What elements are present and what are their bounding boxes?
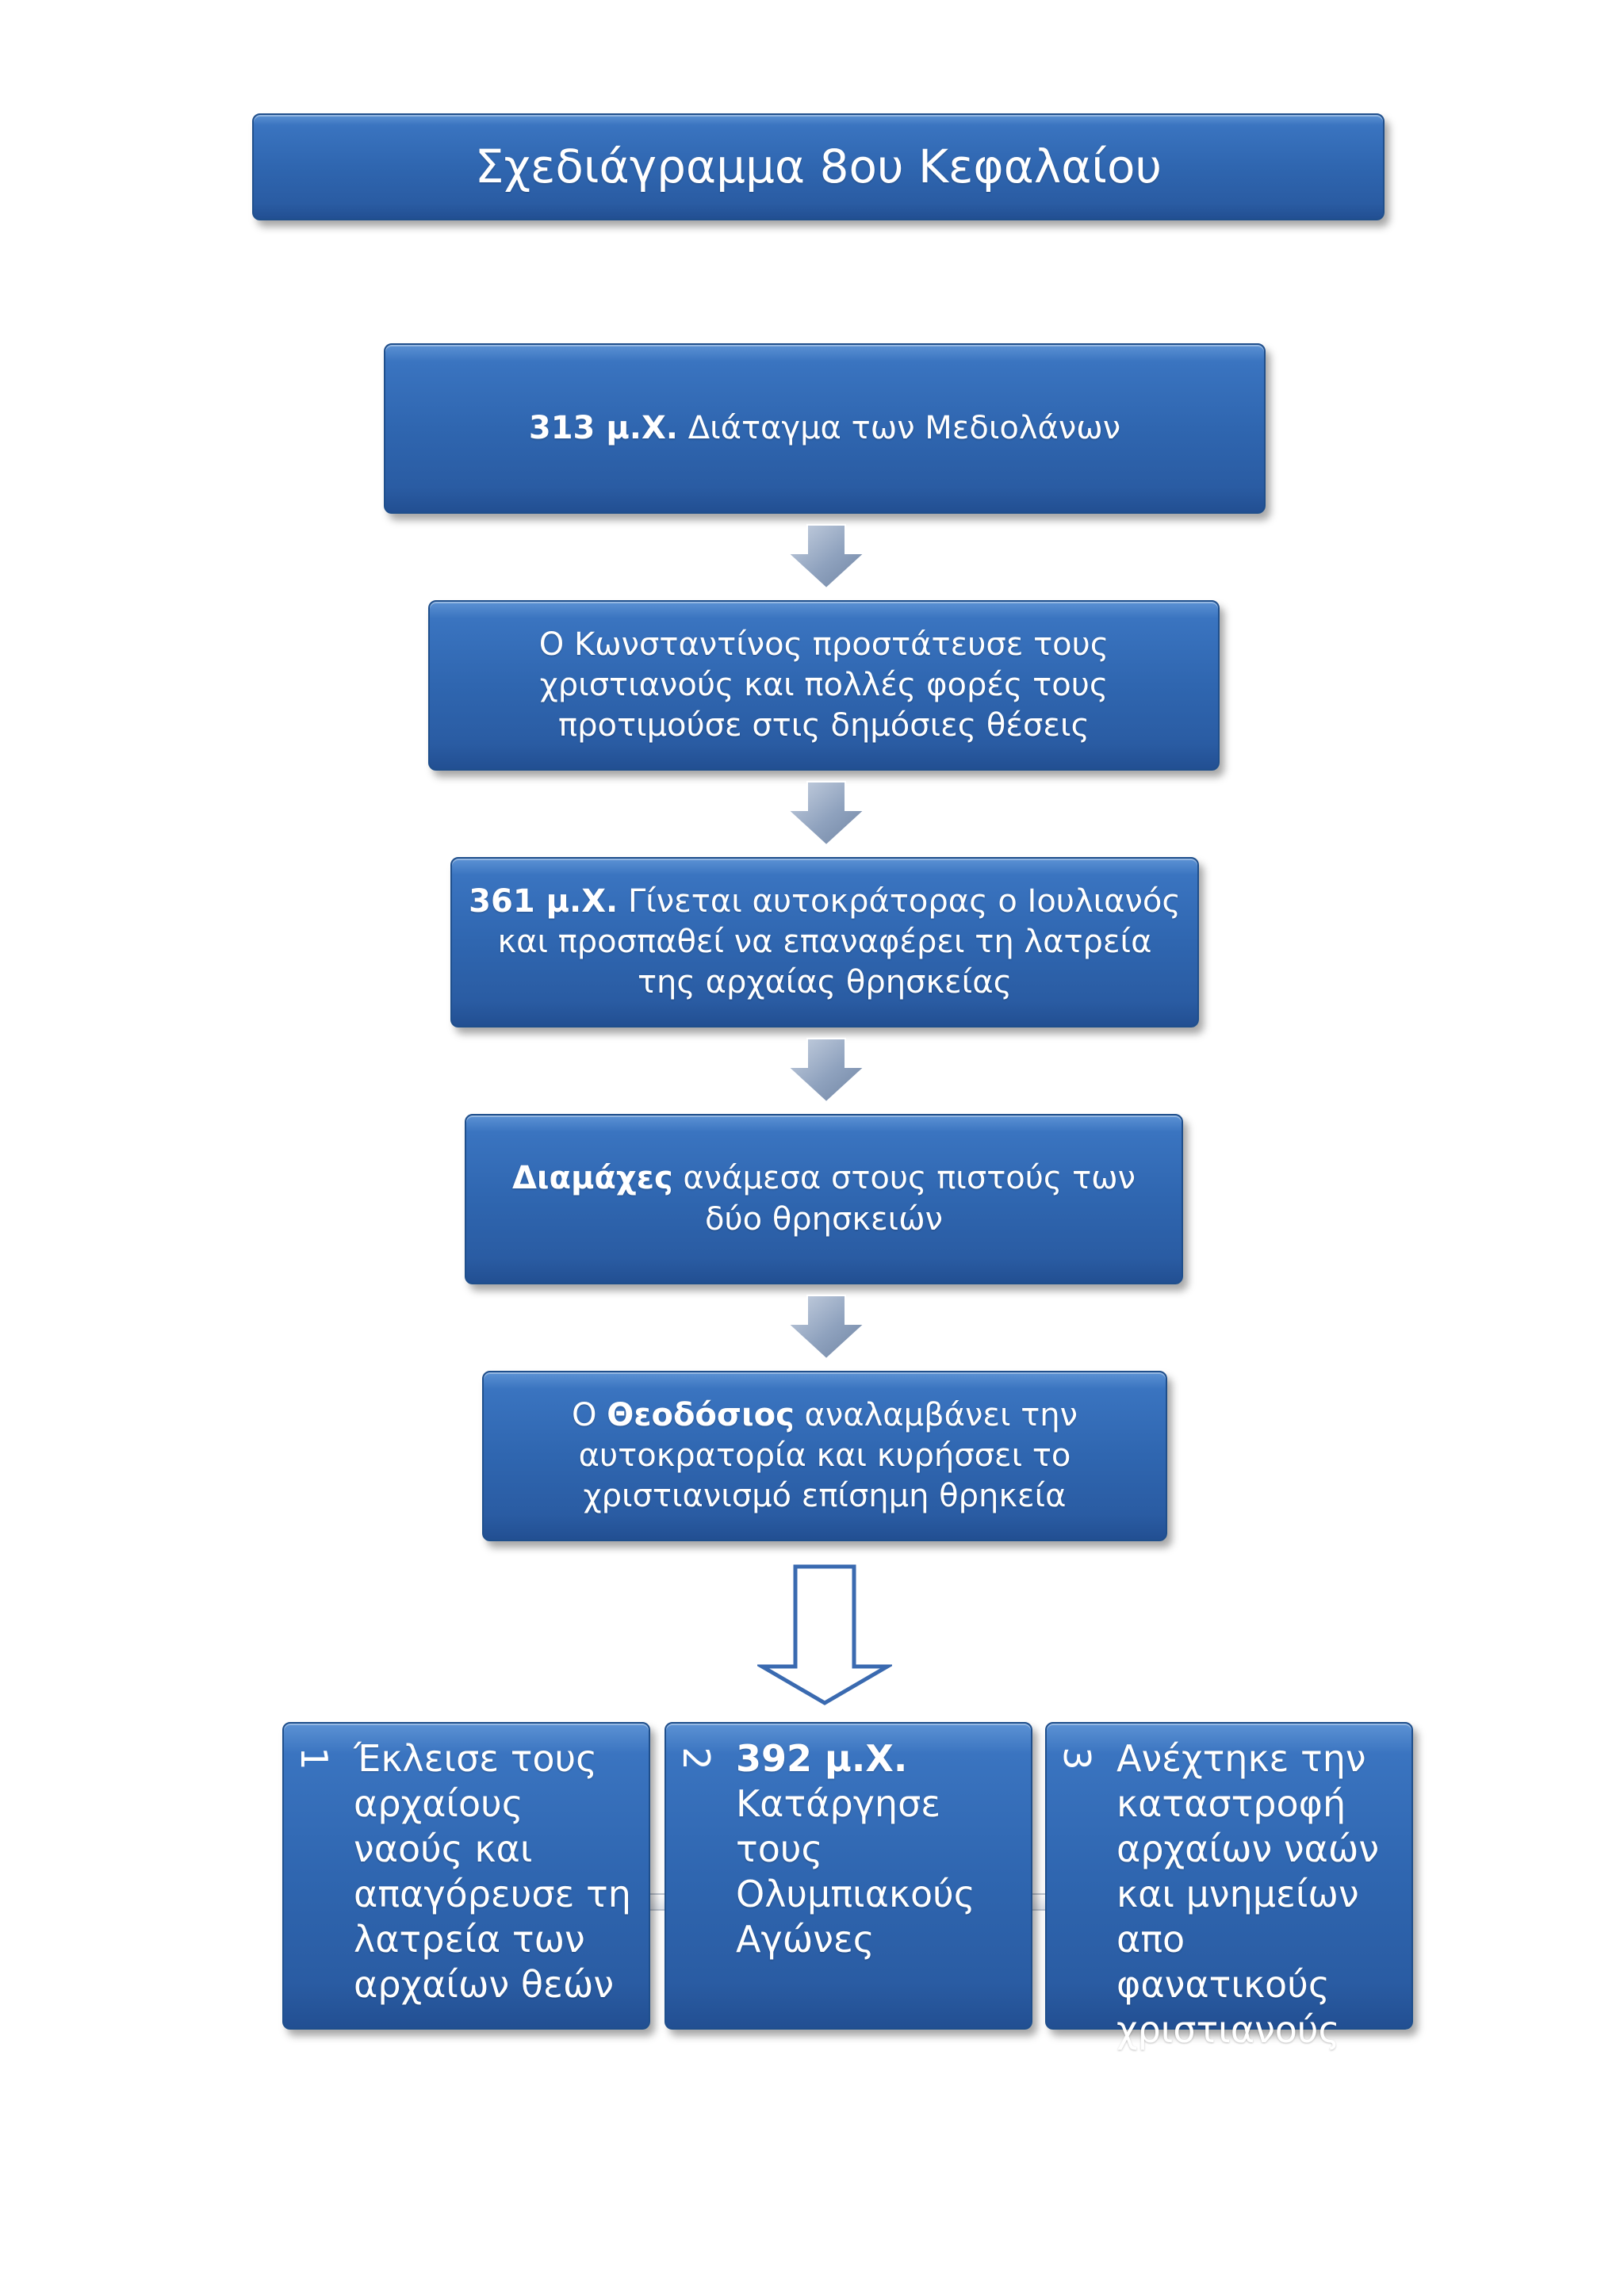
step-5-prefix: Ο [571, 1396, 607, 1433]
step-3-text: Γίνεται αυτοκράτορας ο Ιουλιανός και προ… [497, 882, 1181, 1001]
step-box-5: Ο Θεοδόσιος αναλαμβάνει την αυτοκρατορία… [482, 1371, 1167, 1541]
step-box-1: 313 μ.Χ. Διάταγμα των Μεδιολάνων [384, 343, 1266, 514]
step-4-text: ανάμεσα στους πιστούς των δύο θρησκειών [672, 1160, 1136, 1238]
down-arrow-icon [786, 1295, 867, 1360]
result-1-text: Έκλεισε τους αρχαίους ναούς και απαγόρευ… [354, 1737, 631, 2006]
step-5-bold: Θεοδόσιος [607, 1396, 795, 1433]
result-3-text: Ανέχτηκε την καταστροφή αρχαίων ναών και… [1116, 1737, 1380, 2051]
step-1-text: Διάταγμα των Μεδιολάνων [677, 409, 1121, 446]
result-box-2: 2 392 μ.Χ. Κατάργησε τους Ολυμπιακούς Αγ… [665, 1722, 1032, 2030]
step-2-text: Ο Κωνσταντίνος προστάτευσε τους χριστιαν… [538, 626, 1109, 744]
result-3-number: 3 [1055, 1747, 1098, 1770]
down-arrow-icon [786, 1038, 867, 1104]
result-1-number: 1 [293, 1747, 335, 1770]
step-box-3: 361 μ.Χ. Γίνεται αυτοκράτορας ο Ιουλιανό… [450, 857, 1199, 1027]
down-arrow-icon [786, 781, 867, 847]
result-2-date: 392 μ.Χ. [736, 1737, 908, 1780]
step-box-4: Διαμάχες ανάμεσα στους πιστούς των δύο θ… [465, 1114, 1183, 1284]
step-5-text: αναλαμβάνει την αυτοκρατορία και κυρήσσε… [578, 1396, 1078, 1515]
down-arrow-icon [786, 524, 867, 590]
step-box-2: Ο Κωνσταντίνος προστάτευσε τους χριστιαν… [428, 600, 1220, 771]
big-down-arrow-icon [757, 1564, 892, 1705]
diagram-title-text: Σχεδιάγραμμα 8ου Κεφαλαίου [474, 140, 1162, 194]
result-box-3: 3 Ανέχτηκε την καταστροφή αρχαίων ναών κ… [1045, 1722, 1413, 2051]
step-1-date: 313 μ.Χ. [528, 409, 678, 446]
result-2-number: 2 [675, 1747, 718, 1770]
step-3-date: 361 μ.Χ. [469, 882, 619, 920]
result-box-1: 1 Έκλεισε τους αρχαίους ναούς και απαγόρ… [282, 1722, 650, 2030]
result-2-text: Κατάργησε τους Ολυμπιακούς Αγώνες [736, 1782, 975, 1961]
step-4-bold: Διαμάχες [511, 1160, 673, 1197]
diagram-title: Σχεδιάγραμμα 8ου Κεφαλαίου [252, 113, 1385, 220]
